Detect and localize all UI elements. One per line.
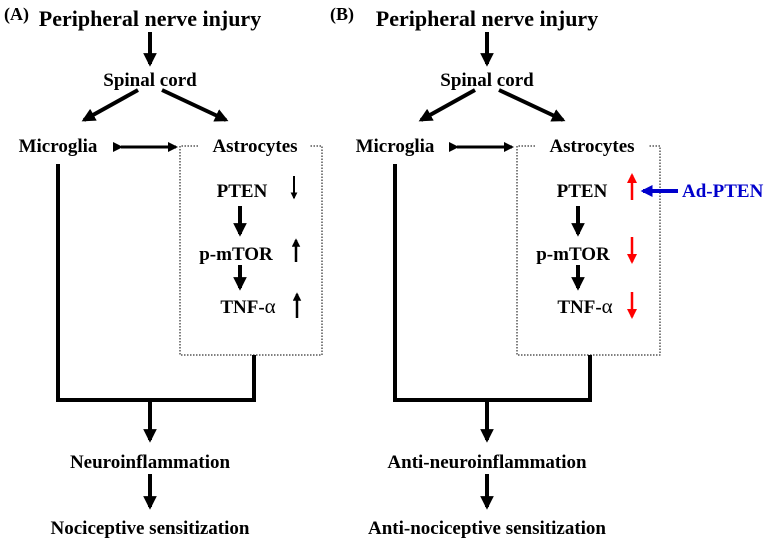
- panel-a-tnf-alpha: α: [265, 294, 276, 318]
- panel-b-arrow-to-microglia: [418, 88, 476, 122]
- panel-a-astrocytes: Astrocytes: [212, 136, 297, 157]
- panel-a-pten: PTEN: [217, 181, 268, 202]
- panel-a-arrow-to-microglia: [81, 88, 139, 122]
- panel-a-spinal-cord: Spinal cord: [103, 70, 197, 91]
- panel-b-injury: Peripheral nerve injury: [376, 6, 598, 31]
- panel-b-mtor: p-mTOR: [536, 244, 610, 265]
- panel-b-final: Anti-nociceptive sensitization: [368, 518, 606, 539]
- panel-a-astrocyte-box: [179, 145, 323, 356]
- panel-b-arrow-to-astrocytes: [498, 88, 566, 122]
- panel-a-merge-lines: [56, 164, 256, 428]
- panel-b-outcome: Anti-neuroinflammation: [387, 452, 587, 473]
- panel-a-final: Nociceptive sensitization: [51, 518, 250, 539]
- panel-b-pten: PTEN: [557, 181, 608, 202]
- panel-a-microglia: Microglia: [19, 136, 98, 157]
- panel-a-injury: Peripheral nerve injury: [39, 6, 261, 31]
- panel-b-tnf-prefix: TNF-: [557, 297, 601, 318]
- panel-a-label: (A): [4, 4, 29, 25]
- panel-b-spinal-cord: Spinal cord: [440, 70, 534, 91]
- panel-a-mtor: p-mTOR: [199, 244, 273, 265]
- panel-b-tnf-alpha: α: [602, 294, 613, 318]
- panel-b-microglia: Microglia: [356, 136, 435, 157]
- panel-a-tnf: TNF-α: [220, 294, 275, 318]
- panel-b: (B) Peripheral nerve injury Spinal cord …: [330, 4, 764, 539]
- panel-a-tnf-prefix: TNF-: [220, 297, 264, 318]
- panel-b-merge-lines: [393, 164, 592, 428]
- panel-a: (A) Peripheral nerve injury Spinal cord …: [4, 4, 323, 539]
- panel-b-tnf: TNF-α: [557, 294, 612, 318]
- panel-b-astrocytes: Astrocytes: [549, 136, 634, 157]
- panel-a-arrow-to-astrocytes: [161, 88, 229, 122]
- panel-b-treatment: Ad-PTEN: [682, 181, 764, 202]
- panel-a-outcome: Neuroinflammation: [70, 452, 231, 473]
- panel-b-label: (B): [330, 4, 354, 25]
